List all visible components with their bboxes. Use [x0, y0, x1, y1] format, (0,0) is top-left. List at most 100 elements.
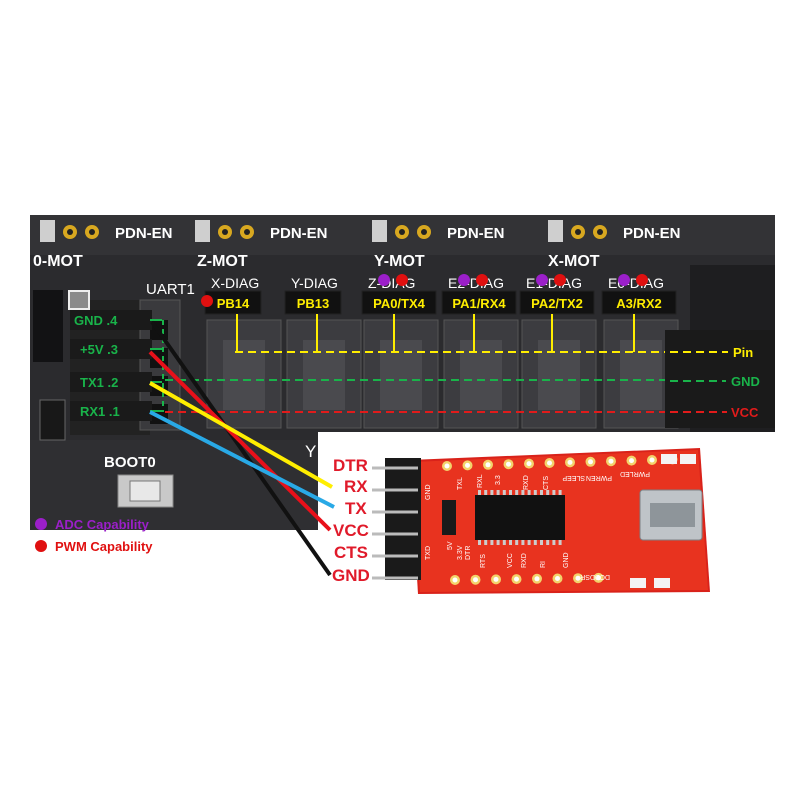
ftdi-chip [475, 495, 565, 540]
adc-dot [536, 274, 548, 286]
pdn-en-label: PDN-EN [623, 225, 681, 242]
uart-pin-labels: GND .4 +5V .3 TX1 .2 RX1 .1 [70, 310, 162, 421]
wires [148, 320, 335, 577]
adc-dot [458, 274, 470, 286]
ftdi-pin-cts: CTS [334, 543, 368, 562]
diag-socket [380, 340, 422, 410]
motor-connector [40, 220, 55, 242]
wire-tx [149, 381, 333, 489]
diag-pin-name: PB13 [297, 296, 330, 311]
pdn-en-label: PDN-EN [270, 225, 328, 242]
wire-rx [149, 410, 335, 509]
ftdi-silkscreen-label: 3.3 [495, 475, 502, 485]
adc-legend-dot [35, 518, 47, 530]
legend-vcc-label: VCC [731, 405, 759, 420]
pwm-dot [554, 274, 566, 286]
motor-connector [195, 220, 210, 242]
legend-pin-label: Pin [733, 345, 753, 360]
ftdi-silkscreen-label: TXD [425, 546, 432, 560]
ftdi-silkscreen-label: CTS [543, 476, 550, 490]
diag-pin-name: PB14 [217, 296, 250, 311]
wire-gnd [150, 320, 332, 577]
ftdi-pin-labels: DTR RX TX VCC CTS GND [332, 456, 370, 585]
legend-gnd-label: GND [731, 374, 760, 389]
pdn-en-label: PDN-EN [115, 225, 173, 242]
diag-label: E2-DIAG [448, 275, 504, 291]
ftdi-silkscreen-label: RXD [521, 553, 528, 568]
diag-pin-name: PA2/TX2 [531, 296, 583, 311]
pdn-en-label: PDN-EN [447, 225, 505, 242]
ftdi-pin-gnd: GND [332, 566, 370, 585]
motor-label: X-MOT [548, 253, 600, 270]
ftdi-silkscreen-label: 3.3V [457, 545, 464, 560]
ftdi-silkscreen-label: DCD [595, 573, 610, 580]
ftdi-silkscreen-label: RXL [477, 474, 484, 488]
diag-pin-box [284, 290, 342, 315]
diag-label: Y-DIAG [291, 275, 338, 291]
ftdi-header-pins [372, 458, 421, 580]
voltage-jumper [442, 500, 456, 535]
pwm-dot [476, 274, 488, 286]
pwm-legend-label: PWM Capability [55, 539, 153, 554]
uart-pin-tx1: TX1 .2 [80, 375, 118, 390]
ftdi-silkscreen-label: RXD [523, 475, 530, 490]
ftdi-pin-vcc: VCC [333, 521, 369, 540]
diag-socket [303, 340, 345, 410]
diag-pin-box [601, 290, 677, 315]
ftdi-silkscreen-label: DSR [580, 573, 595, 580]
motor-connector [372, 220, 387, 242]
ftdi-silkscreen-label: PWREN [586, 474, 612, 481]
pwm-dot [201, 295, 213, 307]
diag-socket [620, 340, 662, 410]
diag-pin-box [519, 290, 595, 315]
partial-y-label: Y [305, 442, 316, 461]
diag-label: Z-DIAG [368, 275, 415, 291]
boot0-button: BOOT0 [104, 454, 174, 508]
uart-pin-5v: +5V .3 [80, 342, 118, 357]
diag-label: E1-DIAG [526, 275, 582, 291]
uart1-label: UART1 [146, 281, 195, 298]
ftdi-silkscreen-label: RTS [480, 554, 487, 568]
diag-pin-name: A3/RX2 [616, 296, 662, 311]
left-chip [33, 290, 90, 441]
pwm-legend-dot [35, 540, 47, 552]
diag-label: X-DIAG [211, 275, 259, 291]
ftdi-silkscreen-label: SLEEP [562, 474, 585, 481]
capability-legend: ADC Capability PWM Capability [35, 517, 153, 554]
motor-label: 0-MOT [33, 253, 83, 270]
ftdi-silkscreen-label: GND [563, 552, 570, 568]
diag-pin-name: PA0/TX4 [373, 296, 426, 311]
diag-pin-box [441, 290, 517, 315]
ftdi-pin-rx: RX [344, 477, 368, 496]
motor-header-strip: PDN-EN 0-MOT PDN-EN Z-MOT PDN-EN Y-MOT PDN-EN X… [30, 215, 775, 270]
adc-legend-label: ADC Capability [55, 517, 150, 532]
ftdi-silkscreen-label: TXL [457, 477, 464, 490]
boot0-label: BOOT0 [104, 454, 156, 471]
wire-vcc [148, 350, 332, 532]
diag-pin-box [361, 290, 437, 315]
ftdi-silkscreen-label: PWRLED [620, 470, 650, 477]
ftdi-silkscreen-label: 5V [447, 541, 454, 550]
adc-dot [618, 274, 630, 286]
diag-socket [460, 340, 502, 410]
ftdi-silkscreen-label: GND [425, 484, 432, 500]
ftdi-pin-dtr: DTR [333, 456, 368, 475]
diag-socket [538, 340, 580, 410]
diag-socket [223, 340, 265, 410]
ftdi-silkscreen-label: DTR [465, 546, 472, 560]
pwm-dot [636, 274, 648, 286]
uart-pin-rx1: RX1 .1 [80, 404, 120, 419]
uart-pin-gnd: GND .4 [74, 313, 118, 328]
motor-label: Z-MOT [197, 253, 248, 270]
ftdi-silkscreen-label: RI [540, 561, 547, 568]
motor-label: Y-MOT [374, 253, 425, 270]
adc-dot [378, 274, 390, 286]
right-legend: Pin GND VCC [665, 330, 775, 428]
ftdi-pin-tx: TX [345, 499, 367, 518]
ftdi-silkscreen-label: VCC [507, 553, 514, 568]
diag-connectors: X-DIAG PB14 Y-DIAG PB13 Z-DIAG PA0/TX4 E2-DIAG… [201, 274, 679, 429]
motor-connector [548, 220, 563, 242]
pwm-dot [396, 274, 408, 286]
